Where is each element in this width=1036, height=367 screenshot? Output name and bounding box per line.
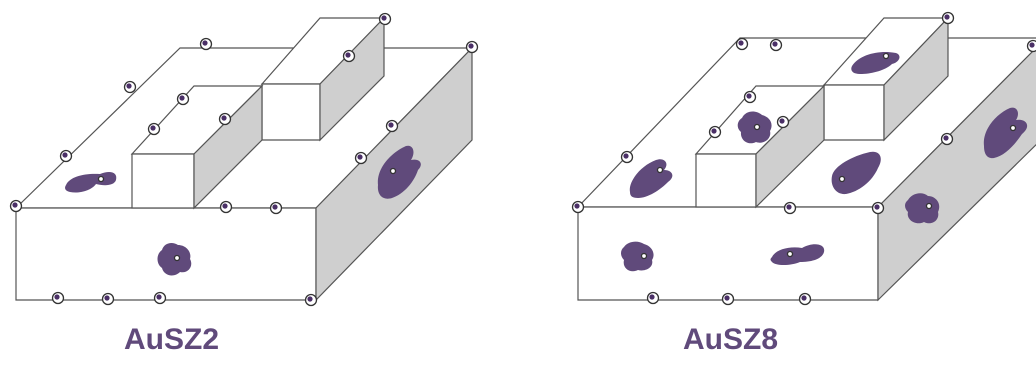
right-adatom-7 bbox=[743, 90, 757, 104]
right-adatom-10 bbox=[783, 201, 797, 215]
right-adatom-14 bbox=[721, 292, 735, 306]
right-cluster-front-mid-dot bbox=[786, 250, 794, 258]
right-adatoms bbox=[571, 11, 1036, 306]
left-adatom-18 bbox=[304, 293, 318, 307]
right-cluster-side-upper-dot bbox=[1009, 124, 1017, 132]
right-cluster-side-lower-dot bbox=[925, 202, 933, 210]
left-slab-model bbox=[14, 16, 474, 302]
right-step-block-side bbox=[755, 84, 825, 209]
left-cluster-top-terrace-dot bbox=[97, 175, 105, 183]
right-cluster-front-left-dot bbox=[640, 252, 648, 260]
left-adatom-7 bbox=[465, 40, 479, 54]
left-adatom-3 bbox=[123, 80, 137, 94]
right-slab-model bbox=[576, 16, 1036, 302]
right-cluster-step-top-dot bbox=[753, 123, 761, 131]
right-adatom-8 bbox=[708, 125, 722, 139]
left-adatom-12 bbox=[269, 201, 283, 215]
right-cluster-mid-terrace bbox=[831, 151, 881, 195]
left-adatom-9 bbox=[147, 122, 161, 136]
left-back-block-front bbox=[261, 83, 321, 141]
left-cluster-side-face-dot bbox=[389, 167, 397, 175]
left-back-block-side bbox=[319, 16, 385, 142]
right-cluster-back-block-top-dot bbox=[882, 52, 890, 60]
right-adatom-3 bbox=[735, 37, 749, 51]
left-adatom-11 bbox=[219, 200, 233, 214]
left-adatoms bbox=[9, 12, 479, 307]
right-cluster-side-lower bbox=[905, 193, 940, 224]
right-adatom-5 bbox=[941, 11, 955, 25]
right-cluster-side-upper bbox=[983, 107, 1028, 159]
right-base-side-face bbox=[877, 47, 1036, 302]
right-step-block-front bbox=[695, 153, 757, 208]
right-cluster-top-terrace-left-dot bbox=[656, 166, 664, 174]
right-adatom-9 bbox=[776, 115, 790, 129]
right-adatom-11 bbox=[871, 201, 885, 215]
right-adatom-12 bbox=[940, 132, 954, 146]
left-step-block-side bbox=[193, 84, 263, 210]
left-adatom-6 bbox=[342, 49, 356, 63]
left-adatom-10 bbox=[218, 112, 232, 126]
left-adatom-16 bbox=[101, 292, 115, 306]
left-adatom-15 bbox=[51, 291, 65, 305]
right-adatom-1 bbox=[571, 200, 585, 214]
right-cluster-front-mid bbox=[770, 244, 825, 265]
right-adatom-6 bbox=[1026, 39, 1036, 53]
right-cluster-mid-terrace-dot bbox=[838, 175, 846, 183]
right-back-block-front bbox=[823, 84, 885, 141]
left-step-block-front bbox=[131, 153, 195, 209]
label-ausz8: AuSZ8 bbox=[683, 323, 779, 356]
left-adatom-5 bbox=[378, 12, 392, 26]
right-cluster-front-left bbox=[621, 241, 654, 272]
left-cluster-side-face bbox=[377, 145, 421, 199]
left-adatom-1 bbox=[9, 199, 23, 213]
left-adatom-17 bbox=[153, 291, 167, 305]
right-back-block-side bbox=[883, 16, 949, 142]
right-adatom-2 bbox=[620, 150, 634, 164]
left-cluster-front-face-dot bbox=[173, 254, 181, 262]
left-adatom-8 bbox=[176, 92, 190, 106]
left-adatom-13 bbox=[385, 119, 399, 133]
label-ausz2: AuSZ2 bbox=[124, 323, 220, 356]
right-adatom-15 bbox=[798, 292, 812, 306]
left-adatom-2 bbox=[59, 149, 73, 163]
left-adatom-14 bbox=[354, 151, 368, 165]
right-adatom-13 bbox=[646, 291, 660, 305]
left-adatom-4 bbox=[199, 37, 213, 51]
right-adatom-4 bbox=[769, 38, 783, 52]
